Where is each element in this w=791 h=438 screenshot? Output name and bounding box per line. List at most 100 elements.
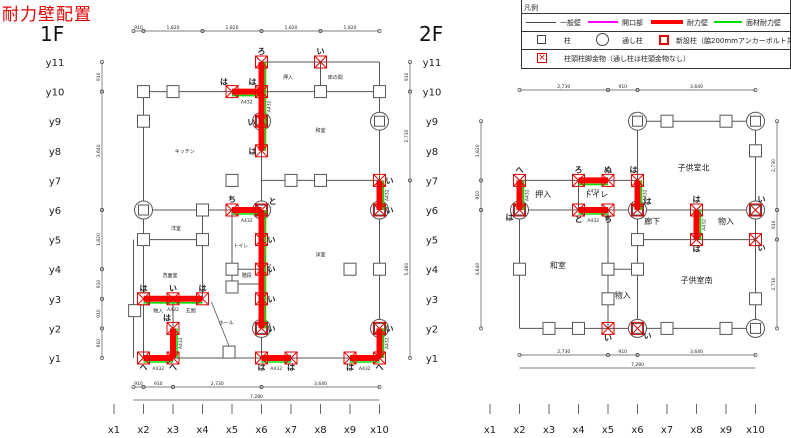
hardware-grade-mark: い xyxy=(268,236,276,245)
shear-wall-spec: A432 xyxy=(241,218,253,224)
dimension-node xyxy=(408,89,412,94)
hardware-grade-mark: は xyxy=(220,78,228,87)
column-icon xyxy=(373,85,386,99)
hardware-icon xyxy=(166,292,180,306)
dimension-text: 910 xyxy=(618,84,627,90)
hardware-cross xyxy=(284,351,298,365)
room-label: 洗面室 xyxy=(163,272,178,279)
hardware-grade-mark: い xyxy=(268,324,276,333)
dimension-text: 910 xyxy=(475,191,481,200)
hardware-cross xyxy=(255,203,268,217)
row-grid-label: y6 xyxy=(49,206,61,217)
hardware-grade-mark: は xyxy=(199,284,207,293)
row-grid-label: y3 xyxy=(426,295,438,306)
column-grid-label: x10 xyxy=(370,425,389,436)
column-icon xyxy=(128,304,142,318)
hardware-icon xyxy=(225,85,239,99)
hardware-grade-mark: い xyxy=(758,195,766,204)
hardware-icon xyxy=(255,85,268,99)
hardware-icon xyxy=(373,351,386,365)
dimension-node xyxy=(259,29,264,33)
hardware-cross xyxy=(749,233,762,246)
hardware-icon xyxy=(373,321,386,335)
shear-wall-spec: A432 xyxy=(359,366,371,372)
shear-wall-spec: A432 xyxy=(167,307,179,313)
room-label: 床の間 xyxy=(328,74,343,81)
legend-row-hardware: × 柱頭柱脚金物（通し柱は柱頭金物なし） xyxy=(522,49,790,68)
dimension-text: 1,820 xyxy=(167,25,180,31)
hardware-icon xyxy=(513,173,526,187)
dimension-node xyxy=(100,208,104,212)
shear-wall-spec: A432 xyxy=(587,188,599,194)
room-label: 物入 xyxy=(153,308,163,315)
column-icon xyxy=(196,203,209,217)
column-grid-label: x5 xyxy=(226,425,238,436)
hardware-icon xyxy=(314,55,327,69)
dimension-node xyxy=(775,326,779,331)
column-icon xyxy=(601,262,615,276)
dimension-node xyxy=(408,60,412,64)
hardware-cross xyxy=(513,203,526,217)
row-grid-label: y5 xyxy=(426,236,438,247)
dimension-node xyxy=(171,385,175,389)
column-icon xyxy=(749,144,762,158)
dimension-text: 1,820 xyxy=(226,25,239,31)
hardware-icon xyxy=(749,203,762,217)
column-icon xyxy=(631,262,644,276)
legend-opening: 開口部 xyxy=(622,19,643,27)
column-grid-label: x2 xyxy=(513,425,525,436)
dimension-node xyxy=(606,88,610,92)
shear-wall-spec: A432 xyxy=(267,100,273,112)
hardware-icon xyxy=(255,351,268,365)
legend-general-wall: 一般壁 xyxy=(560,19,581,27)
dimension-text: 910 xyxy=(96,72,102,81)
floor-label-2f: 2F xyxy=(419,22,444,46)
room-label: トイレ xyxy=(233,244,248,250)
hardware-grade-mark: は xyxy=(287,363,295,372)
dimension-node xyxy=(635,88,640,92)
hardware-icon xyxy=(601,203,615,217)
hardware-icon xyxy=(255,262,268,276)
hardware-cross xyxy=(572,203,585,217)
hardware-grade-mark: ち xyxy=(228,195,236,204)
dimension-node xyxy=(775,208,779,212)
row-grid-label: y7 xyxy=(426,176,438,187)
hardware-cross xyxy=(631,322,644,335)
column-grid-label: x6 xyxy=(255,425,267,436)
hardware-icon xyxy=(166,351,180,365)
room-label: 廊下 xyxy=(644,216,660,226)
hardware-grade-mark: い xyxy=(317,47,325,56)
hardware-grade-mark: ろ xyxy=(575,165,583,174)
row-grid-label: y10 xyxy=(46,88,65,99)
column-icon xyxy=(719,321,733,335)
hardware-icon xyxy=(749,233,762,247)
dimension-node xyxy=(100,296,104,301)
leader-line xyxy=(210,301,230,347)
dimension-node xyxy=(100,356,104,360)
hardware-cross xyxy=(631,203,644,217)
through-column-core xyxy=(374,115,385,127)
room-label: 押入 xyxy=(283,74,293,81)
dimension-text: 910 xyxy=(618,349,627,355)
dimension-node xyxy=(377,29,382,33)
dimension-text: 3,640 xyxy=(690,84,703,90)
hardware-icon xyxy=(255,233,268,247)
hardware-grade-mark: は xyxy=(644,197,652,206)
dimension-node xyxy=(259,385,264,389)
legend-column: 柱 xyxy=(564,37,571,45)
column-grid-label: x3 xyxy=(543,425,555,436)
dimension-text: 910 xyxy=(96,280,102,289)
shear-wall-spec: A432 xyxy=(643,189,649,201)
row-grid-label: y6 xyxy=(426,206,438,217)
hardware-cross xyxy=(314,55,327,69)
column-grid-label: x2 xyxy=(137,425,149,436)
hardware-grade-mark: は xyxy=(140,284,148,293)
hardware-grade-mark: は xyxy=(258,363,266,372)
hardware-cross xyxy=(225,203,239,217)
hardware-cross xyxy=(373,203,386,217)
hardware-grade-mark: へ xyxy=(516,165,524,174)
hardware-grade-mark: ぬ xyxy=(604,165,612,174)
hardware-cross xyxy=(572,174,585,187)
dimension-text: 2,730 xyxy=(404,129,410,142)
row-grid-label: y2 xyxy=(426,324,438,335)
